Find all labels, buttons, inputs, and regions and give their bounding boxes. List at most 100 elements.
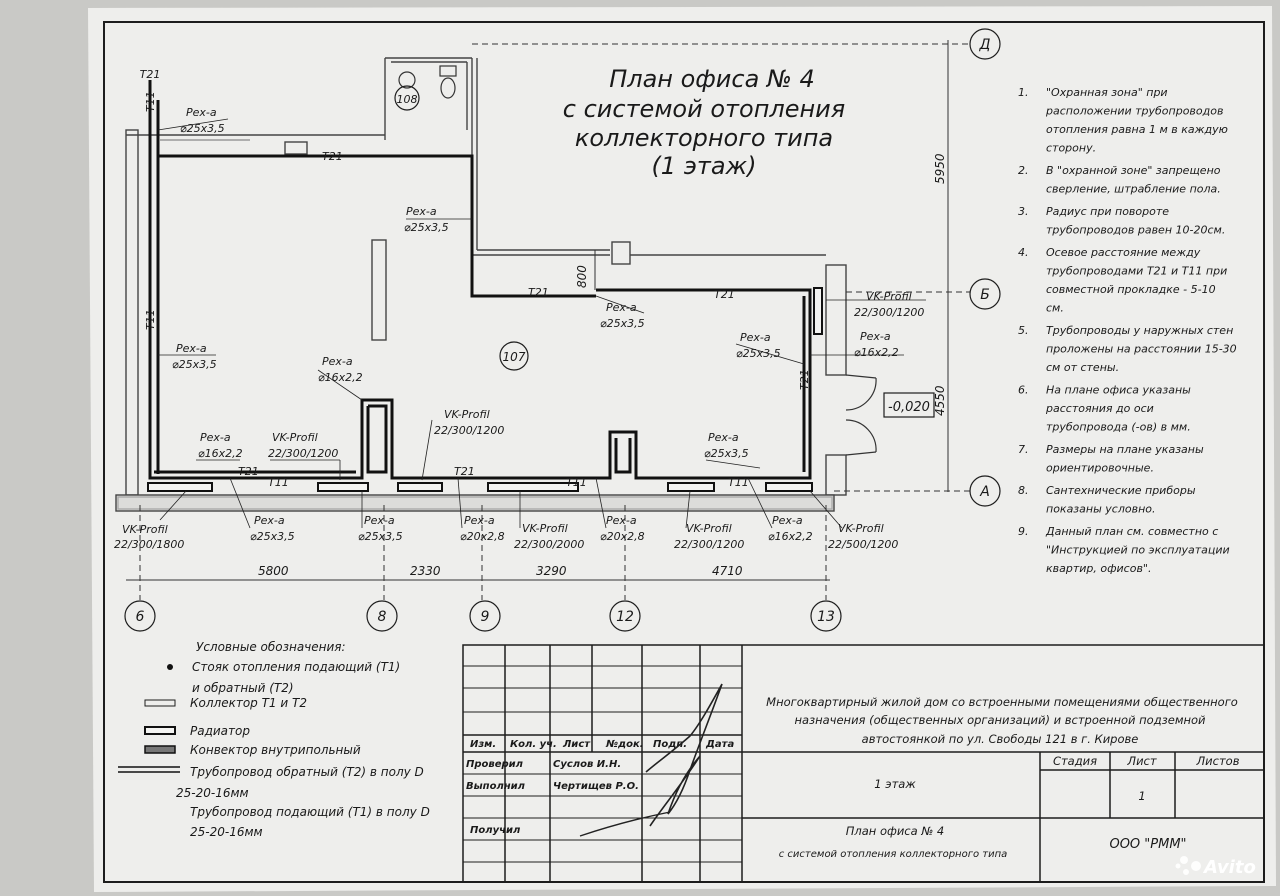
axis-6: 6 (124, 600, 156, 632)
stamp-company: ООО "РММ" (1109, 837, 1186, 852)
room-108-number: 108 (397, 93, 418, 106)
note-line: "Охранная зона" при (1046, 86, 1168, 99)
title-line-1: План офиса № 4 (609, 65, 815, 93)
note-line: ориентировочные. (1046, 462, 1154, 475)
bottom-label-3: Pex-a⌀25x3,5 (358, 491, 403, 543)
legend-supply-pipe: Трубопровод подающий (Т1) в полу D (190, 805, 430, 819)
stamp-drawing-1: План офиса № 4 (846, 824, 945, 838)
svg-text:⌀25x3,5: ⌀25x3,5 (704, 447, 749, 460)
svg-text:Pex-a: Pex-a (606, 301, 637, 314)
stamp-sheet-label: Лист (1126, 754, 1156, 768)
note-line: сторону. (1046, 142, 1096, 155)
note-line: трубопроводами Т21 и Т11 при (1046, 265, 1227, 278)
svg-text:⌀25x3,5: ⌀25x3,5 (358, 530, 403, 543)
svg-text:Pex-a: Pex-a (464, 514, 495, 527)
svg-text:Pex-a: Pex-a (708, 431, 739, 444)
note-line: В "охранной зоне" запрещено (1046, 164, 1221, 177)
note-number: 2. (1018, 164, 1029, 177)
axis-a: А (969, 475, 1001, 507)
note-number: 7. (1018, 443, 1029, 456)
note-number: 4. (1018, 246, 1029, 259)
pipe-tag-t11: Т11 (144, 309, 157, 330)
bottom-label-1: VK-Profil 22/300/1800 (114, 490, 187, 551)
wc-fixtures (398, 65, 457, 99)
note-number: 8. (1018, 484, 1029, 497)
title-line-3: коллекторного типа (575, 124, 833, 152)
legend-collector-symbol (144, 699, 176, 707)
svg-text:VK-Profil: VK-Profil (272, 431, 318, 444)
axis-8: 8 (366, 600, 398, 632)
pipe-tags: Т21 Т11 Т11 Т21 Т21 Т21 Т21 Т21 Т11 Т21 … (140, 68, 811, 489)
svg-text:Pex-a: Pex-a (740, 331, 771, 344)
radiator (813, 287, 823, 335)
pipe-tag-t21: Т21 (238, 465, 259, 478)
title-block-text: Изм. Кол. уч. Лист №док. Подп. Дата Пров… (466, 695, 1240, 860)
room-107-marker: 107 (499, 341, 529, 371)
note-line: Размеры на плане указаны (1046, 443, 1204, 456)
svg-text:22/300/1800: 22/300/1800 (114, 538, 184, 551)
svg-text:22/500/1200: 22/500/1200 (828, 538, 898, 551)
legend-riser-2: и обратный (Т2) (192, 681, 294, 695)
svg-text:⌀16x2,2: ⌀16x2,2 (768, 530, 813, 543)
svg-text:⌀20x2,8: ⌀20x2,8 (600, 530, 645, 543)
legend-supply-pipe-2: 25-20-16мм (190, 825, 263, 839)
svg-text:⌀25x3,5: ⌀25x3,5 (180, 122, 225, 135)
note-line: трубопроводов равен 10-20см. (1046, 224, 1225, 237)
svg-text:22/300/2000: 22/300/2000 (514, 538, 584, 551)
note-line: "Инструкцией по эксплуатации (1046, 544, 1230, 557)
svg-text:VK-Profil: VK-Profil (444, 408, 490, 421)
svg-text:VK-Profil: VK-Profil (122, 523, 168, 536)
radiator (317, 482, 369, 492)
radiator (765, 482, 813, 492)
pipe-tag-t21: Т21 (798, 369, 811, 390)
note-line: проложены на расстоянии 15-30 (1046, 343, 1237, 356)
title-block (462, 644, 1265, 883)
legend-title: Условные обозначения: (196, 640, 346, 654)
svg-text:⌀25x3,5: ⌀25x3,5 (250, 530, 295, 543)
stamp-done-name: Чертищев Р.О. (553, 781, 639, 792)
stamp-drawing-2: с системой отопления коллекторного типа (779, 849, 1008, 860)
pipe-tag-t21: Т21 (140, 68, 161, 81)
note-line: На плане офиса указаны (1046, 384, 1191, 397)
svg-text:12: 12 (616, 609, 634, 625)
pipe-label-7: Pex-a⌀16x2,2 (810, 330, 904, 359)
svg-text:Pex-a: Pex-a (406, 205, 437, 218)
stamp-header-doc: №док. (605, 739, 644, 750)
note-number: 3. (1018, 205, 1029, 218)
pipe-tag-t11: Т11 (144, 91, 157, 112)
svg-text:Pex-a: Pex-a (200, 431, 231, 444)
axis-d: Д (969, 28, 1001, 60)
stamp-sheets-label: Листов (1196, 754, 1240, 768)
radiators (147, 287, 823, 492)
note-line: Сантехнические приборы (1046, 484, 1196, 497)
stamp-header-sign: Подп. (653, 739, 687, 750)
svg-text:⌀16x2,2: ⌀16x2,2 (318, 371, 363, 384)
heating-pipes (148, 80, 812, 480)
radiator (667, 482, 715, 492)
legend-return-pipe: Трубопровод обратный (Т2) в полу D (190, 765, 424, 779)
note-line: расстояния до оси (1045, 402, 1154, 415)
radiator (147, 482, 213, 492)
svg-text:6: 6 (136, 609, 145, 625)
svg-text:⌀25x3,5: ⌀25x3,5 (172, 358, 217, 371)
stamp-sheet-value: 1 (1138, 789, 1145, 803)
axis-13: 13 (810, 600, 842, 632)
svg-text:Pex-a: Pex-a (254, 514, 285, 527)
note-line: расположении трубопроводов (1045, 105, 1223, 118)
note-line: отопления равна 1 м в каждую (1046, 123, 1228, 136)
svg-text:⌀25x3,5: ⌀25x3,5 (404, 221, 449, 234)
dim-bottom-2: 2330 (410, 564, 441, 578)
dimension-lines: 5800 2330 3290 4710 5950 4550 800 (126, 40, 970, 600)
note-line: сверление, штрабление пола. (1046, 183, 1221, 196)
note-line: Радиус при повороте (1046, 205, 1169, 218)
svg-text:А: А (979, 484, 990, 500)
dim-right-1: 5950 (933, 153, 947, 184)
svg-text:Д: Д (979, 37, 991, 53)
title-line-2: с системой отопления (563, 95, 845, 123)
bottom-label-2: Pex-a ⌀25x3,5 (229, 477, 295, 543)
pipe-label-1: Pex-a⌀25x3,5 (157, 106, 229, 135)
